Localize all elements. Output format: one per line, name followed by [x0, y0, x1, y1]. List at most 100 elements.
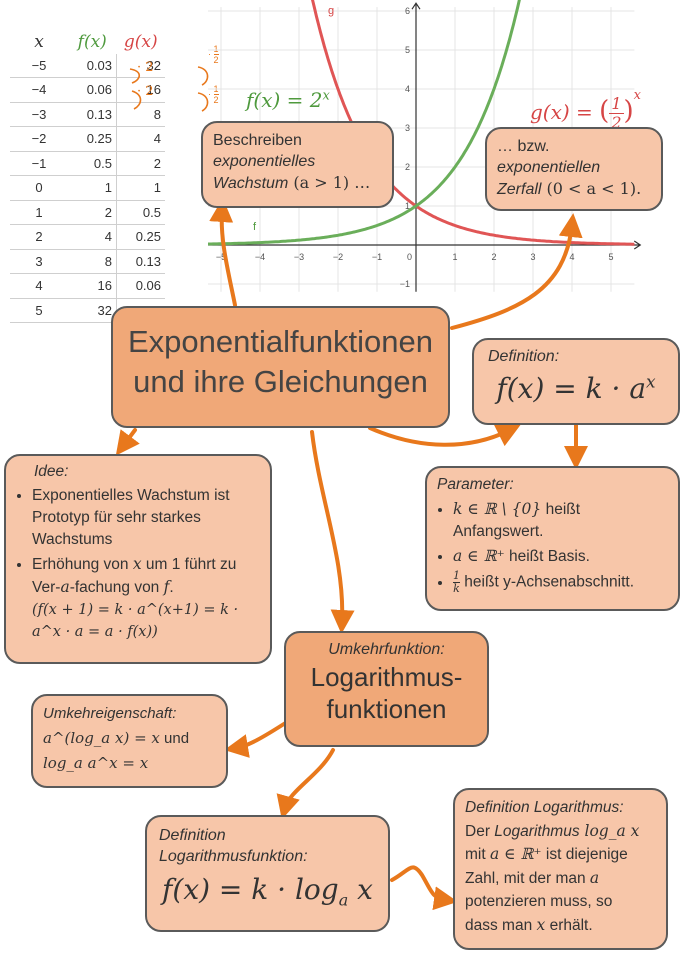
log-function-definition-box: Definition Logarithmusfunktion: f(x) = k…	[145, 815, 390, 932]
main-topic-box: Exponentialfunktionen und ihre Gleichung…	[111, 306, 450, 428]
growth-line2: exponentielles	[213, 153, 316, 170]
log-definition-line1: Der Logarithmus log_a x	[465, 821, 640, 840]
parameter-k: k ∈ ℝ \ {0} heißt Anfangswert.	[453, 498, 668, 543]
log-function-heading1: Definition	[159, 827, 226, 844]
curve-f	[208, 0, 521, 246]
cell-f: 0.13	[68, 102, 117, 127]
cell-f: 8	[68, 249, 117, 274]
cell-x: 3	[10, 249, 68, 274]
cell-g: 8	[116, 102, 165, 127]
curve-g-label: g	[328, 5, 334, 17]
inverse-property-line1: a^(log_a x) = x und	[43, 729, 190, 747]
y-tick-label: −1	[400, 279, 410, 289]
log-definition-line2: mit a ∈ ℝ⁺ ist diejenige	[465, 845, 628, 863]
factor-f-2: · 2	[137, 84, 154, 99]
cell-x: −2	[10, 126, 68, 152]
log-definition-line5: dass man x erhält.	[465, 915, 593, 934]
cell-x: 0	[10, 175, 68, 201]
cell-g: 0.06	[116, 273, 165, 299]
header-x: x	[34, 31, 44, 52]
cell-x: −5	[10, 53, 68, 78]
cell-x: −1	[10, 151, 68, 176]
x-tick-label: −3	[294, 252, 304, 262]
cell-f: 1	[68, 175, 117, 201]
header-g: g(x)	[123, 31, 158, 52]
inverse-property-box: Umkehreigenschaft: a^(log_a x) = x und l…	[31, 694, 228, 788]
x-tick-label: −1	[372, 252, 382, 262]
cell-f: 0.5	[68, 151, 117, 176]
y-tick-label: 1	[405, 201, 410, 211]
cell-g: 4	[116, 126, 165, 152]
decay-line1: … bzw.	[497, 138, 550, 155]
main-title-line2: und ihre Gleichungen	[133, 364, 428, 399]
log-definition-line3: Zahl, mit der man a	[465, 868, 600, 887]
idea-heading: Idee:	[34, 463, 69, 480]
f-formula: f(x) = 2x	[246, 88, 330, 112]
y-tick-label: 5	[405, 45, 410, 55]
cell-f: 0.03	[68, 53, 117, 78]
inverse-property-heading: Umkehreigenschaft:	[43, 705, 177, 722]
cell-g: 0.5	[116, 200, 165, 225]
cell-x: −4	[10, 77, 68, 103]
idea-formula: (f(x + 1) = k · a^(x+1) = k · a^x · a = …	[32, 602, 239, 640]
x-zero-label: 0	[407, 252, 412, 262]
inverse-property-line2: log_a a^x = x	[43, 754, 149, 772]
log-function-heading2: Logarithmusfunktion:	[159, 848, 308, 865]
inverse-line2: funktionen	[326, 694, 447, 724]
log-definition-heading: Definition Logarithmus:	[465, 799, 624, 816]
curve-f-label: f	[253, 221, 257, 233]
main-title-line1: Exponentialfunktionen	[127, 324, 434, 359]
parameter-box: Parameter: k ∈ ℝ \ {0} heißt Anfangswert…	[425, 466, 680, 611]
decay-line2: exponentiellen	[497, 159, 601, 176]
x-tick-label: 2	[491, 252, 496, 262]
x-tick-label: −5	[216, 252, 226, 262]
inverse-heading: Umkehrfunktion:	[328, 641, 445, 658]
inverse-line1: Logarithmus-	[310, 662, 463, 692]
definition-heading: Definition:	[488, 348, 560, 365]
x-tick-label: −4	[255, 252, 265, 262]
cell-x: 1	[10, 200, 68, 225]
inverse-function-box: Umkehrfunktion: Logarithmus- funktionen	[284, 631, 489, 747]
x-tick-label: 5	[608, 252, 613, 262]
cell-x: 5	[10, 298, 68, 323]
log-definition-box: Definition Logarithmus: Der Logarithmus …	[453, 788, 668, 950]
definition-formula: f(x) = k · ax	[496, 372, 656, 405]
cell-x: 2	[10, 224, 68, 250]
y-tick-label: 3	[405, 123, 410, 133]
definition-box: Definition: f(x) = k · ax	[472, 338, 680, 425]
cell-f: 2	[68, 200, 117, 225]
cell-f: 16	[68, 273, 117, 299]
y-tick-label: 2	[405, 162, 410, 172]
x-tick-label: 4	[569, 252, 574, 262]
log-definition-line4: potenzieren muss, so	[465, 893, 613, 910]
cell-g: 32	[116, 53, 165, 78]
header-f: f(x)	[77, 31, 107, 52]
graph-axes	[208, 2, 642, 292]
y-tick-label: 4	[405, 84, 410, 94]
y-tick-label: 6	[405, 6, 410, 16]
parameter-intercept: 1k heißt y-Achsenabschnitt.	[453, 570, 668, 595]
cell-g: 0.25	[116, 224, 165, 250]
cell-g: 2	[116, 151, 165, 176]
decay-box: … bzw. exponentiellen Zerfall (0 < a < 1…	[485, 127, 663, 211]
cell-g: 1	[116, 175, 165, 201]
growth-line3: Wachstum (a > 1) …	[213, 173, 371, 192]
cell-f: 4	[68, 224, 117, 250]
log-function-formula: f(x) = k · loga x	[162, 873, 373, 910]
idea-item1: Exponentielles Wachstum ist Prototyp für…	[32, 485, 260, 551]
idea-item2: Erhöhung von x um 1 führt zu Ver-a-fachu…	[32, 553, 260, 643]
